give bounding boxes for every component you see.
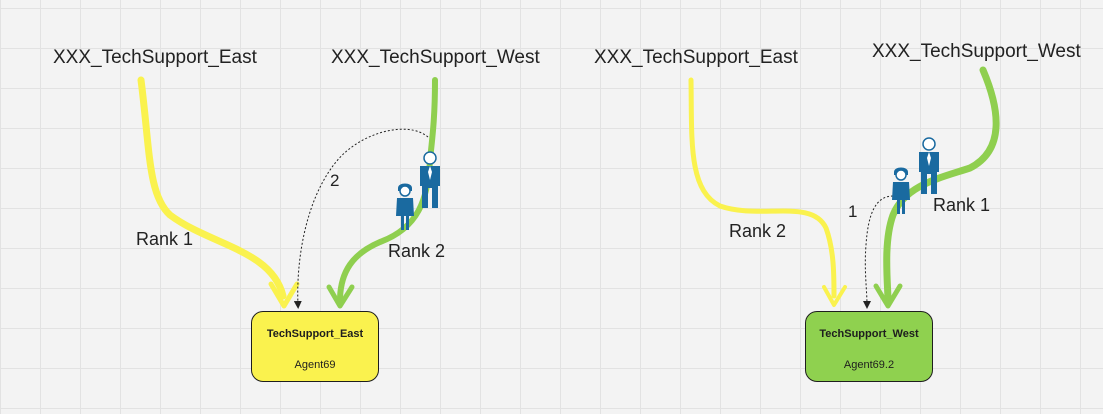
queue-label-west-left: XXX_TechSupport_West bbox=[331, 47, 540, 68]
east-flow-arrowhead-left bbox=[268, 281, 300, 309]
rank-label-east-left: Rank 1 bbox=[136, 229, 194, 249]
queue-node-techsupport-east[interactable]: TechSupport_East Agent69 bbox=[251, 311, 379, 382]
male-agent-icon bbox=[420, 151, 440, 208]
step-label-left: 2 bbox=[330, 171, 340, 190]
queue-label-east-right: XXX_TechSupport_East bbox=[594, 47, 798, 68]
node-title: TechSupport_East bbox=[266, 328, 364, 340]
node-agent: Agent69.2 bbox=[843, 359, 895, 371]
east-rank1-flow-left bbox=[137, 76, 287, 300]
rank-label-east-right: Rank 2 bbox=[729, 221, 787, 241]
node-title: TechSupport_West bbox=[819, 328, 919, 340]
overflow-connector-right bbox=[862, 195, 894, 309]
west-flow-arrowhead-left bbox=[326, 284, 355, 309]
east-rank2-flow-right bbox=[688, 77, 837, 299]
queue-label-west-right: XXX_TechSupport_West bbox=[872, 41, 1081, 62]
female-agent-icon bbox=[892, 167, 910, 214]
step-label-right: 1 bbox=[848, 202, 858, 221]
queue-label-east-left: XXX_TechSupport_East bbox=[53, 47, 257, 68]
rank-label-west-left: Rank 2 bbox=[388, 241, 446, 261]
rank-label-west-right: Rank 1 bbox=[933, 195, 991, 215]
overflow-connector-left bbox=[293, 128, 429, 309]
node-agent: Agent69 bbox=[294, 359, 336, 371]
west-rank2-flow-left bbox=[337, 77, 438, 301]
female-agent-icon bbox=[396, 183, 414, 230]
west-flow-arrowhead-right bbox=[873, 283, 903, 309]
queue-node-techsupport-west[interactable]: TechSupport_West Agent69.2 bbox=[805, 311, 933, 382]
male-agent-icon bbox=[919, 137, 939, 194]
east-flow-arrowhead-right bbox=[822, 285, 847, 307]
